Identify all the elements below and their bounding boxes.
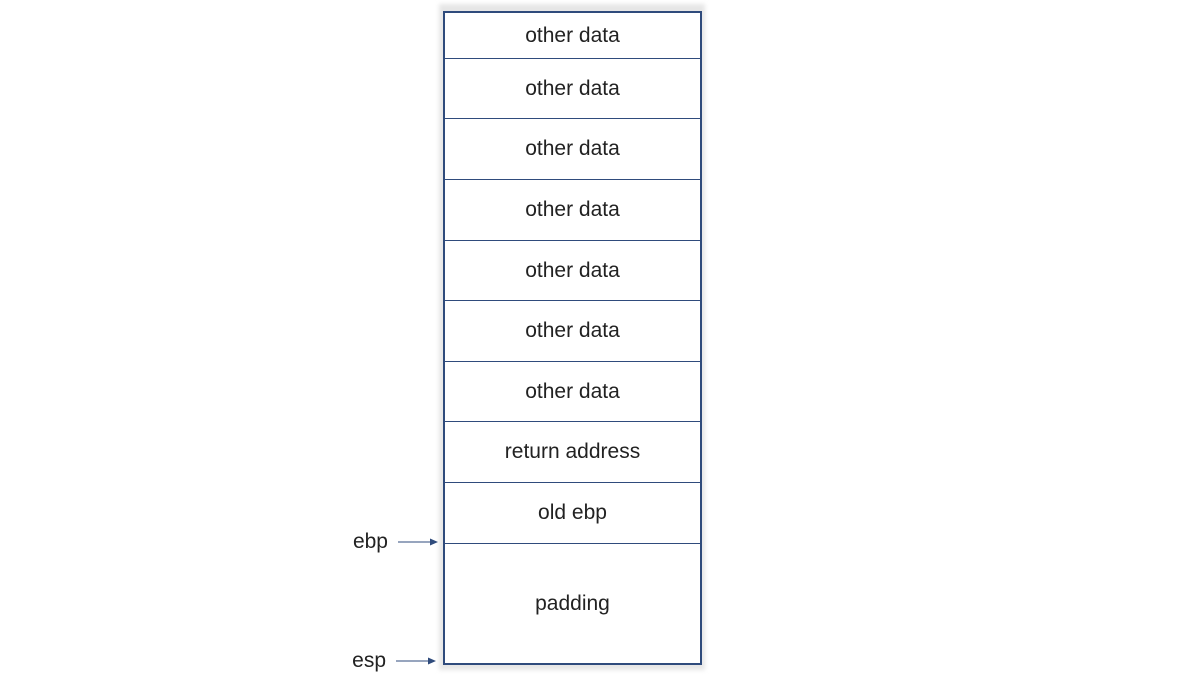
stack-cell-other-data-6: other data [445, 301, 700, 362]
stack-cell-label: return address [504, 440, 641, 463]
stack-cell-other-data-1: other data [445, 13, 700, 59]
stack-cell-label: other data [525, 379, 620, 403]
right-arrow-icon [396, 656, 436, 666]
esp-pointer: esp [334, 649, 436, 673]
stack-cell-label: padding [535, 591, 610, 615]
ebp-pointer: ebp [336, 530, 438, 554]
stack-cell-label: other data [525, 23, 620, 47]
stack-frame-diagram: other data other data other data other d… [443, 11, 702, 665]
stack-cell-other-data-4: other data [445, 180, 700, 241]
ebp-label: ebp [352, 530, 388, 553]
stack-cell-other-data-7: other data [445, 362, 700, 422]
stack-cell-other-data-5: other data [445, 241, 700, 301]
stack-cell-other-data-3: other data [445, 119, 700, 180]
stack-cell-label: other data [525, 258, 620, 282]
stack-cell-padding: padding [445, 544, 700, 663]
stack-cell-label: other data [525, 319, 620, 342]
stack-cell-other-data-2: other data [445, 59, 700, 119]
esp-label: esp [352, 649, 386, 672]
stack-cell-label: other data [525, 198, 620, 221]
stack-cell-label: other data [525, 137, 620, 160]
right-arrow-icon [398, 537, 438, 547]
stack-cell-old-ebp: old ebp [445, 483, 700, 544]
stack-cell-return-address: return address [445, 422, 700, 483]
stack-cell-label: old ebp [538, 501, 607, 524]
stack-cell-label: other data [525, 76, 620, 100]
